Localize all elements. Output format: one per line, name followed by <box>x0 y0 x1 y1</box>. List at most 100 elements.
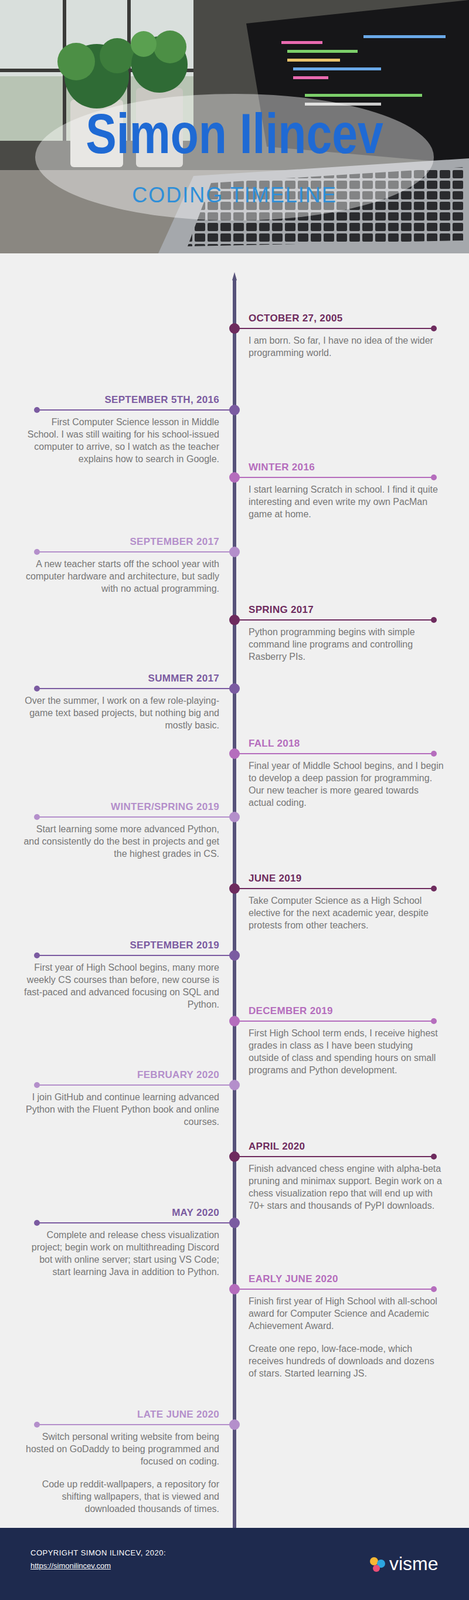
marker-spine-dot <box>229 1015 240 1026</box>
timeline-marker <box>229 1150 437 1162</box>
brand-logo-text: visme <box>389 1551 460 1575</box>
marker-line <box>234 476 434 478</box>
timeline-entry: SUMMER 2017Over the summer, I work on a … <box>23 671 220 732</box>
marker-spine-dot <box>229 748 240 759</box>
marker-line <box>234 619 434 621</box>
marker-spine-dot <box>229 614 240 625</box>
date-heading: LATE JUNE 2020 <box>23 1407 220 1421</box>
date-heading: JUNE 2019 <box>248 871 445 885</box>
timeline-entry: SEPTEMBER 5TH, 2016First Computer Scienc… <box>23 393 220 465</box>
timeline-marker <box>34 546 240 557</box>
timeline-marker <box>34 682 240 694</box>
marker-line <box>234 752 434 754</box>
marker-spine-dot <box>229 682 240 694</box>
marker-end-dot <box>430 1285 437 1292</box>
timeline-marker <box>229 614 437 625</box>
timeline-entry: MAY 2020Complete and release chess visua… <box>23 1205 220 1278</box>
timeline-marker <box>229 1283 437 1294</box>
timeline-entry: EARLY JUNE 2020Finish first year of High… <box>248 1272 445 1379</box>
event-text: I join GitHub and continue learning adva… <box>23 1090 220 1128</box>
timeline-marker <box>229 748 437 759</box>
event-text: Create one repo, low-face-mode, which re… <box>248 1341 445 1379</box>
timeline-marker <box>34 949 240 961</box>
date-heading: MAY 2020 <box>23 1205 220 1219</box>
marker-spine-dot <box>229 471 240 483</box>
photo-ground <box>0 0 469 254</box>
date-heading: SEPTEMBER 5TH, 2016 <box>23 393 220 407</box>
marker-line <box>234 1287 434 1290</box>
marker-line <box>36 1221 235 1223</box>
marker-line <box>36 409 235 411</box>
marker-end-dot <box>430 750 437 757</box>
timeline-marker <box>229 323 437 334</box>
date-heading: OCTOBER 27, 2005 <box>248 311 445 325</box>
code-line <box>287 49 358 53</box>
marker-end-dot <box>430 1017 437 1024</box>
subtitle: CODING TIMELINE <box>0 183 469 207</box>
marker-end-dot <box>430 474 437 481</box>
marker-line <box>36 1423 235 1425</box>
timeline-entry: WINTER 2016 I start learning Scratch in s… <box>248 460 445 521</box>
marker-spine-dot <box>229 404 240 416</box>
event-text: Switch personal writing website from bei… <box>23 1429 220 1467</box>
event-text: Final year of Middle School begins, and … <box>248 759 445 809</box>
date-heading: WINTER 2016 <box>248 460 445 474</box>
marker-spine-dot <box>229 1150 240 1162</box>
event-text: I start learning Scratch in school. I fi… <box>248 483 445 521</box>
page-title: Simon Ilincev <box>42 103 427 165</box>
event-text: Start learning some more advanced Python… <box>23 822 220 860</box>
code-line <box>293 76 329 80</box>
date-heading: WINTER/SPRING 2019 <box>23 800 220 814</box>
marker-spine-dot <box>229 1283 240 1294</box>
marker-line <box>36 816 235 818</box>
timeline-marker <box>34 1079 240 1090</box>
timeline-entry: WINTER/SPRING 2019Start learning some mo… <box>23 800 220 860</box>
code-line <box>293 67 382 71</box>
header-photo <box>0 0 469 254</box>
date-heading: SEPTEMBER 2019 <box>23 938 220 952</box>
website-link: https://simonilincev.com <box>30 1560 277 1571</box>
date-heading: DECEMBER 2019 <box>248 1004 445 1018</box>
plant <box>57 42 95 81</box>
timeline-spine <box>232 279 237 1528</box>
timeline-entry: LATE JUNE 2020Switch personal writing we… <box>23 1407 220 1515</box>
code-line <box>287 58 341 62</box>
timeline-entry: JUNE 2019Take Computer Science as a High… <box>248 871 445 931</box>
marker-end-dot <box>34 813 40 820</box>
timeline-entry: DECEMBER 2019First High School term ends… <box>248 1004 445 1076</box>
event-text: First Computer Science lesson in Middle … <box>23 415 220 465</box>
timeline-tip <box>232 272 237 281</box>
marker-line <box>234 327 434 329</box>
timeline-marker <box>34 404 240 416</box>
marker-end-dot <box>430 1153 437 1160</box>
date-heading: SUMMER 2017 <box>23 671 220 685</box>
timeline-marker <box>34 1418 240 1430</box>
marker-line <box>36 687 235 689</box>
marker-line <box>234 887 434 889</box>
marker-spine-dot <box>229 811 240 822</box>
marker-end-dot <box>34 1421 40 1427</box>
timeline-entry: APRIL 2020Finish advanced chess engine w… <box>248 1139 445 1212</box>
date-heading: APRIL 2020 <box>248 1139 445 1153</box>
footer-band <box>0 1527 469 1600</box>
marker-line <box>36 551 235 553</box>
marker-end-dot <box>34 1081 40 1088</box>
timeline-entry: SPRING 2017Python programming begins wit… <box>248 603 445 663</box>
event-text: Finish advanced chess engine with alpha-… <box>248 1161 445 1212</box>
event-text: Code up reddit-wallpapers, a repository … <box>23 1477 220 1515</box>
timeline-entry: SEPTEMBER 2019First year of High School … <box>23 938 220 1011</box>
marker-spine-dot <box>229 949 240 961</box>
timeline-marker <box>229 882 437 894</box>
timeline-entry: FEBRUARY 2020I join GitHub and continue … <box>23 1068 220 1128</box>
event-text: First High School term ends, I receive h… <box>248 1026 445 1076</box>
brand-logo-icon <box>369 1556 386 1572</box>
marker-end-dot <box>430 616 437 623</box>
marker-end-dot <box>430 325 437 332</box>
event-text: First year of High School begins, many m… <box>23 960 220 1011</box>
timeline-entry: OCTOBER 27, 2005I am born. So far, I hav… <box>248 311 445 359</box>
marker-end-dot <box>34 952 40 958</box>
code-line <box>281 41 323 44</box>
timeline-marker <box>34 811 240 822</box>
